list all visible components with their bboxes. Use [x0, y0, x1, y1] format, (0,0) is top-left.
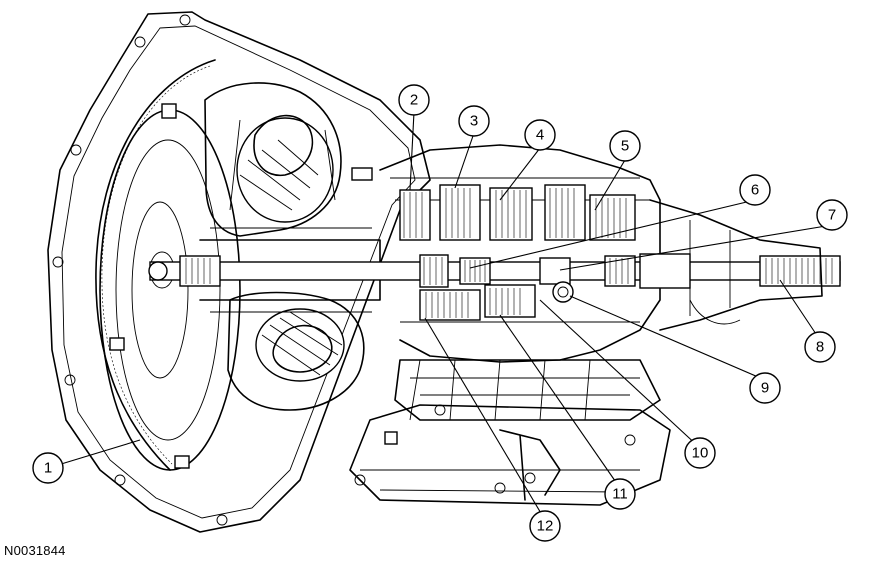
callout-4-label: 4: [536, 127, 544, 144]
callout-11: 11: [604, 478, 636, 510]
manual-linkage: [499, 429, 561, 501]
oil-pan: [349, 404, 671, 506]
callout-3: 3: [458, 105, 490, 137]
callout-9: 9: [749, 372, 781, 404]
callout-11-label: 11: [612, 486, 628, 503]
callout-5-label: 5: [621, 138, 629, 155]
figure-reference-id: N0031844: [4, 543, 66, 558]
callout-10: 10: [684, 437, 716, 469]
callout-9-label: 9: [761, 380, 769, 397]
callout-1-label: 1: [44, 460, 52, 477]
clutch-packs: [399, 184, 636, 321]
callout-4: 4: [524, 119, 556, 151]
ring-gear-teeth: [101, 65, 211, 465]
callout-6-label: 6: [751, 182, 759, 199]
valve-body: [394, 359, 661, 421]
callout-6: 6: [739, 174, 771, 206]
extension-housing: [649, 199, 823, 331]
callout-1: 1: [32, 452, 64, 484]
callout-8: 8: [804, 331, 836, 363]
converter-upper-section: [204, 82, 342, 237]
main-shaft: [148, 253, 841, 289]
bell-housing-outline: [47, 11, 431, 533]
converter-lower-section: [227, 291, 365, 411]
callout-2-label: 2: [410, 92, 418, 109]
main-case: [379, 144, 661, 363]
callout-3-label: 3: [470, 113, 478, 130]
ring-gear: [95, 59, 216, 471]
callout-12-label: 12: [537, 518, 554, 535]
flange-bolt-holes: [52, 14, 228, 526]
leader-lines: [47, 111, 833, 521]
callout-10-label: 10: [692, 445, 709, 462]
callout-5: 5: [609, 130, 641, 162]
bell-housing-inner-edge: [61, 25, 416, 519]
callout-2: 2: [398, 84, 430, 116]
housing-bolts: [109, 103, 398, 469]
callout-7-label: 7: [828, 207, 836, 224]
sensor-ring: [552, 281, 574, 303]
callout-8-label: 8: [816, 339, 824, 356]
callout-12: 12: [529, 510, 561, 542]
callout-7: 7: [816, 199, 848, 231]
